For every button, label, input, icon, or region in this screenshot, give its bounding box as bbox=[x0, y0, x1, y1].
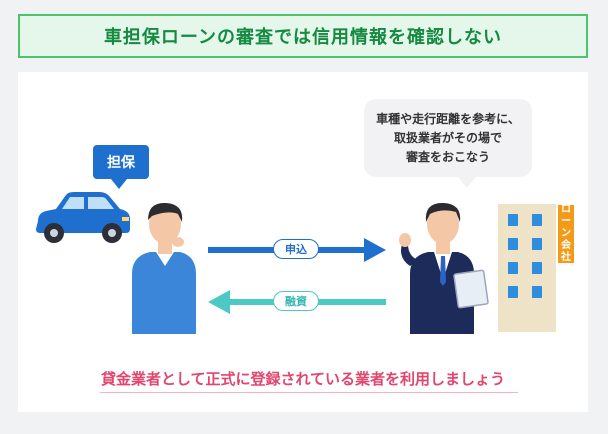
speech-line: 取扱業者がその場で bbox=[393, 130, 502, 145]
office-building-icon bbox=[498, 204, 556, 332]
lender-speech-bubble: 車種や走行距離を参考に、 取扱業者がその場で 審査をおこなう bbox=[364, 99, 532, 188]
footer-underline bbox=[100, 392, 518, 393]
page-title: 車担保ローンの審査では信用情報を確認しない bbox=[18, 14, 588, 58]
sign-char: ー bbox=[561, 216, 571, 227]
apply-label: 申込 bbox=[273, 239, 319, 259]
lender-figure bbox=[399, 202, 489, 334]
speech-line: 車種や走行距離を参考に、 bbox=[376, 111, 520, 126]
loan-label: 融資 bbox=[273, 291, 319, 311]
sign-char: 社 bbox=[561, 252, 571, 263]
speech-line: 審査をおこなう bbox=[405, 149, 490, 164]
diagram-panel: 担保 ロ ー ン 会 社 bbox=[18, 72, 588, 412]
car-icon bbox=[36, 192, 130, 243]
sign-char: 会 bbox=[561, 240, 571, 251]
company-sign: ロ ー ン 会 社 bbox=[558, 204, 574, 263]
sign-char: ロ bbox=[561, 204, 571, 215]
collateral-bubble: 担保 bbox=[93, 145, 149, 189]
sign-char: ン bbox=[561, 228, 571, 239]
customer-figure bbox=[132, 202, 196, 334]
footer-note: 貸金業者として正式に登録されている業者を利用しましょう bbox=[100, 370, 506, 388]
collateral-label: 担保 bbox=[107, 155, 135, 171]
